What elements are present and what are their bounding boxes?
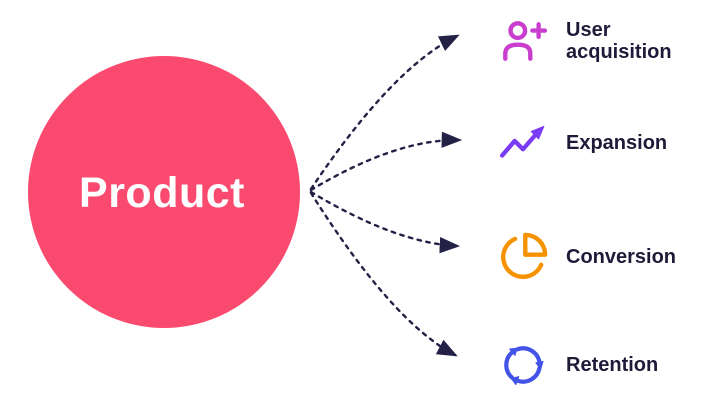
- user-plus-icon: [503, 21, 548, 61]
- item-label: Expansion: [566, 132, 668, 154]
- item-label: Conversion: [566, 246, 677, 268]
- item-user-acquisition: User acquisition: [498, 12, 698, 70]
- trending-up-icon: [499, 125, 545, 158]
- item-label: User acquisition: [566, 19, 672, 63]
- item-label: Retention: [566, 354, 659, 376]
- connector-arrow-user-acquisition: [309, 34, 460, 191]
- connector-arrow-conversion: [309, 190, 461, 254]
- recycle-icon: [504, 346, 544, 386]
- connector-group: [309, 34, 463, 357]
- item-retention: Retention: [498, 338, 698, 392]
- connector-arrow-retention: [309, 191, 458, 357]
- item-conversion: Conversion: [498, 230, 698, 284]
- pie-chart-icon: [501, 232, 548, 279]
- center-node: [28, 56, 300, 328]
- connector-arrow-expansion: [309, 131, 463, 192]
- center-node-label: Product: [79, 169, 245, 217]
- item-expansion: Expansion: [498, 118, 698, 168]
